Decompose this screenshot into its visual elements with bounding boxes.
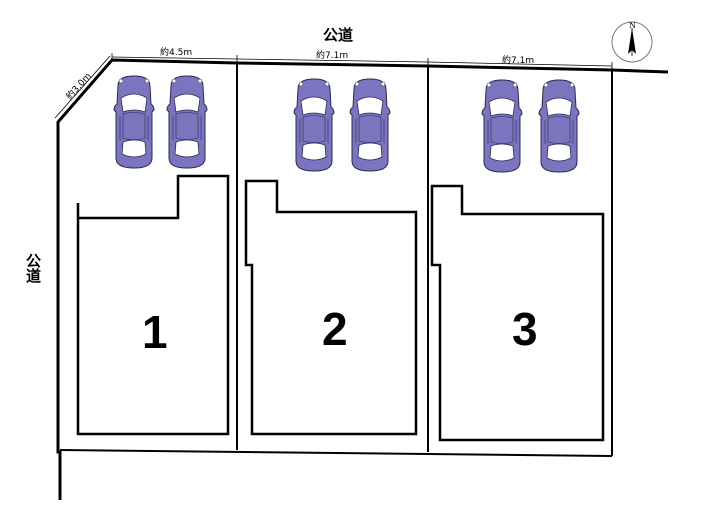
- building-1: [76, 174, 230, 436]
- car-icon: [166, 75, 208, 169]
- parking-lot-2: [293, 78, 391, 172]
- building-outlines: [76, 174, 605, 442]
- building-2: [244, 179, 418, 436]
- left-road-label: 公道: [24, 253, 42, 283]
- lot-boundaries: [59, 63, 613, 457]
- car-icon: [293, 78, 335, 172]
- car-icon: [538, 79, 580, 173]
- north-label: N: [629, 21, 636, 30]
- car-icon: [481, 79, 523, 173]
- parking-lot-1: [113, 75, 208, 169]
- building-3: [430, 184, 605, 442]
- lot-number-2: 2: [322, 303, 348, 355]
- car-icon: [113, 75, 155, 169]
- lot1-frontage-dimension: 約4.5m: [160, 46, 192, 58]
- lot-number-1: 1: [142, 306, 168, 358]
- lot-number-3: 3: [512, 303, 538, 355]
- lot3-frontage-dimension: 約7.1m: [502, 54, 534, 66]
- car-icon: [349, 78, 391, 172]
- dimension-lines: [54, 53, 613, 119]
- top-road-label: 公道: [323, 26, 353, 44]
- north-arrow-icon: N: [611, 21, 653, 63]
- parking-lot-3: [481, 79, 580, 173]
- lot2-frontage-dimension: 約7.1m: [316, 49, 348, 61]
